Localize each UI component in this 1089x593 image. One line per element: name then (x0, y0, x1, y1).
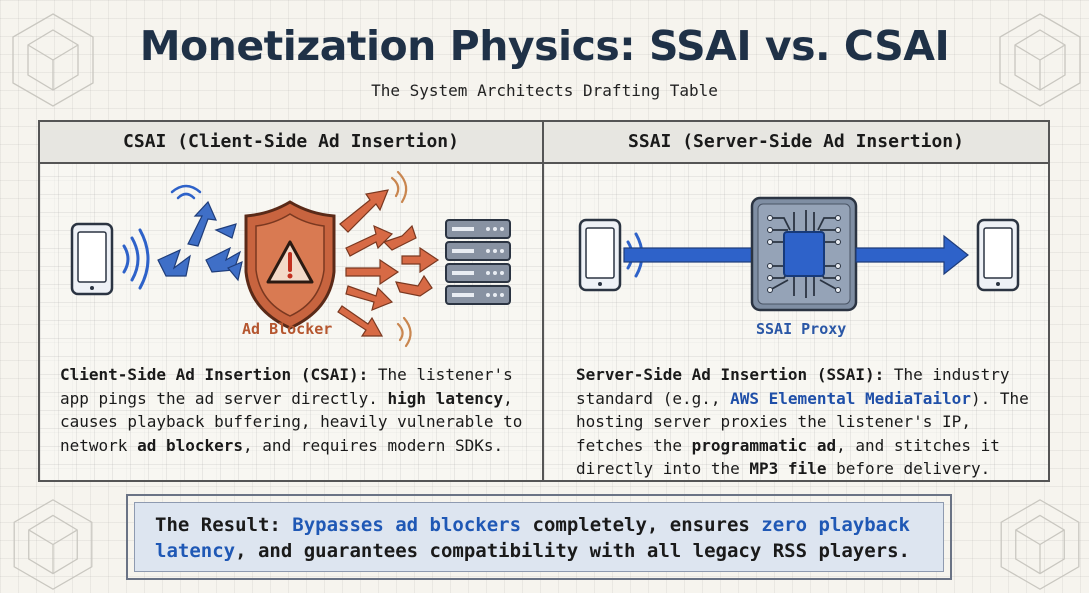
csai-heading: CSAI (Client-Side Ad Insertion) (40, 122, 542, 164)
ssai-description: Server-Side Ad Insertion (SSAI): The ind… (576, 363, 1046, 481)
phone-icon (70, 222, 114, 296)
ssai-desc-text-3: , and stitches it directly into the (576, 435, 1000, 479)
phone-icon (578, 218, 622, 292)
csai-description: Client-Side Ad Insertion (CSAI): The lis… (60, 363, 540, 457)
hexagon-decoration-top-left (12, 13, 94, 107)
server-icon (445, 219, 511, 305)
result-text: The Result: Bypasses ad blockers complet… (134, 502, 944, 572)
arrow-icon (401, 246, 440, 274)
aws-mediatailor-link[interactable]: AWS Elemental MediaTailor (730, 388, 971, 408)
page-subtitle: The System Architects Drafting Table (371, 81, 718, 100)
hexagon-decoration-bottom-right (1000, 499, 1080, 590)
ssai-panel: SSAI (Server-Side Ad Insertion) (542, 120, 1050, 482)
shield-warning-icon (244, 200, 336, 330)
ssai-desc-lead: Server-Side Ad Insertion (SSAI): (576, 365, 885, 384)
csai-desc-text-2: , causes playback buffering, heavily vul… (60, 388, 523, 455)
csai-desc-bold-2: ad blockers (137, 435, 244, 455)
result-lead: The Result: (155, 514, 293, 536)
hexagon-decoration-top-right (999, 13, 1081, 107)
result-highlight-1: Bypasses ad blockers (292, 514, 522, 536)
csai-desc-text-1: The listener's app pings the ad server d… (60, 365, 513, 408)
ssai-proxy-label: SSAI Proxy (756, 320, 847, 338)
result-highlight-2: zero playback latency (155, 514, 910, 562)
ssai-desc-text-2: ). The hosting server proxies the listen… (576, 388, 1029, 455)
csai-desc-lead: Client-Side Ad Insertion (CSAI): (60, 365, 369, 384)
wifi-signal-icon (122, 228, 150, 290)
ssai-desc-text-1: The industry standard (e.g., (576, 365, 1010, 408)
chip-icon (750, 196, 858, 312)
ssai-desc-text-4: before delivery. (826, 459, 991, 478)
phone-icon (976, 218, 1020, 292)
csai-desc-text-3: , and requires modern SDKs. (243, 435, 504, 455)
csai-desc-bold-1: high latency (387, 388, 504, 408)
broken-arrow-icon (157, 200, 243, 282)
page-title: Monetization Physics: SSAI vs. CSAI (139, 22, 950, 70)
ssai-desc-bold-1: programmatic ad (691, 435, 837, 455)
result-text-2: , and guarantees compatibility with all … (235, 540, 910, 562)
result-text-1: completely, ensures (521, 514, 762, 536)
ad-blocker-label: Ad Blocker (242, 320, 333, 338)
deflected-arrows-icon (337, 189, 433, 337)
arrow-icon (855, 234, 969, 276)
ssai-desc-bold-2: MP3 file (749, 459, 827, 478)
result-box: The Result: Bypasses ad blockers complet… (126, 494, 952, 580)
csai-panel: CSAI (Client-Side Ad Insertion) (38, 120, 544, 482)
ssai-diagram (578, 196, 1020, 312)
ssai-heading: SSAI (Server-Side Ad Insertion) (544, 122, 1048, 164)
hexagon-decoration-bottom-left (13, 499, 93, 590)
csai-diagram (70, 170, 511, 348)
